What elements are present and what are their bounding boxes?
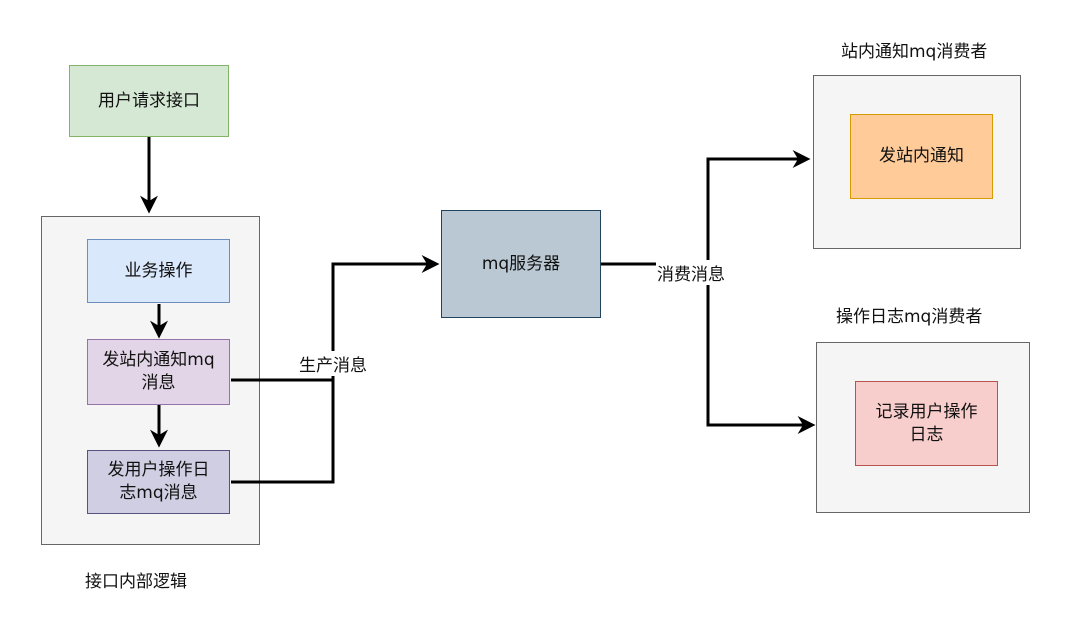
produce-edge-label: 生产消息 — [298, 351, 368, 376]
interface-logic-title: 接口内部逻辑 — [85, 572, 187, 592]
send-station-msg-node: 发站内通知mq 消息 — [87, 339, 230, 405]
mq-server-node: mq服务器 — [441, 210, 601, 318]
mq-server-label: mq服务器 — [481, 253, 561, 274]
record-oplog-node: 记录用户操作 日志 — [855, 381, 998, 466]
send-oplog-msg-label: 发用户操作日 志mq消息 — [107, 460, 210, 503]
business-op-node: 业务操作 — [87, 239, 230, 303]
consume-edge-label: 消费消息 — [656, 260, 726, 285]
user-request-label: 用户请求接口 — [98, 90, 200, 111]
send-oplog-msg-node: 发用户操作日 志mq消息 — [87, 450, 230, 514]
send-station-notice-node: 发站内通知 — [850, 114, 993, 199]
arrow-station-to-mq — [231, 255, 440, 382]
send-station-notice-label: 发站内通知 — [879, 146, 964, 167]
oplog-consumer-title: 操作日志mq消费者 — [836, 307, 983, 327]
send-station-msg-label: 发站内通知mq 消息 — [102, 350, 215, 393]
line-oplog-to-mq — [231, 380, 335, 484]
arrow-to-station-consumer — [706, 150, 811, 264]
record-oplog-label: 记录用户操作 日志 — [875, 401, 978, 445]
station-consumer-title: 站内通知mq消费者 — [841, 42, 988, 62]
user-request-node: 用户请求接口 — [69, 65, 229, 137]
arrow-to-oplog-consumer — [706, 264, 816, 434]
business-op-label: 业务操作 — [124, 260, 193, 281]
